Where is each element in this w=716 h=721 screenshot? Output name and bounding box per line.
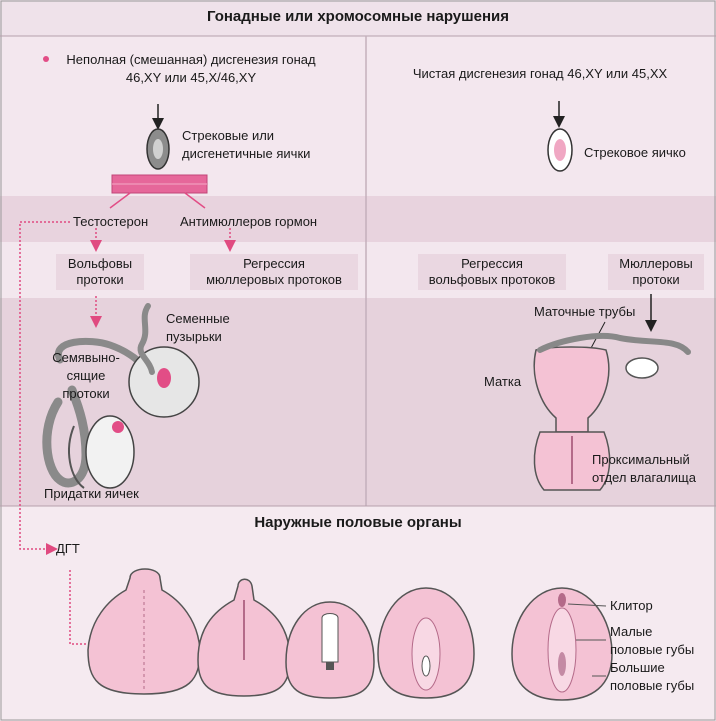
wolffian-line2: протоки xyxy=(76,272,124,287)
mullerian-line1: Мюллеровы xyxy=(619,256,693,271)
labia-majora-line2: половые губы xyxy=(610,678,695,693)
right-heading: Чистая дисгенезия гонад 46,XY или 45,XX xyxy=(412,66,668,81)
hormone-band xyxy=(0,196,716,242)
diagram-title: Гонадные или хромосомные нарушения xyxy=(206,8,510,25)
bar-right-leg xyxy=(184,192,206,209)
uterus-body xyxy=(533,346,610,433)
mullerian-regression-box: Регрессия мюллеровых протоков xyxy=(190,254,358,290)
wolffian-line1: Вольфовы xyxy=(67,256,133,271)
clitoris-label: Клитор xyxy=(610,598,653,613)
seminal-vesicle xyxy=(137,303,155,375)
streak-gonad-right-inner xyxy=(554,139,566,161)
labia-minora-line2: половые губы xyxy=(610,642,695,657)
fallopian-tube xyxy=(537,332,691,355)
arrow-dht-genitalia xyxy=(69,570,101,650)
bullet-dot xyxy=(43,56,49,62)
wolffian-regression-line2: вольфовых протоков xyxy=(428,272,556,287)
arrow-testosterone-dht xyxy=(19,221,70,555)
testis-mark xyxy=(112,421,124,433)
genitalia-stage-1 xyxy=(87,568,201,695)
genitalia-stage-4 xyxy=(377,587,475,699)
mullerian-regression-line2: мюллеровых протоков xyxy=(206,272,342,287)
bladder-center xyxy=(157,368,171,388)
genitalia-stage-2 xyxy=(197,578,291,697)
external-heading: Наружные половые органы xyxy=(254,514,462,531)
ovary-streak xyxy=(625,357,659,379)
streak-gonad-label: Стрековое яичко xyxy=(584,145,686,160)
vas-deferens-tube xyxy=(42,385,91,488)
bar-left-leg xyxy=(109,192,131,209)
streak-gonad-left-inner xyxy=(153,139,163,159)
wolffian-box: Вольфовы протоки xyxy=(56,254,144,290)
dht-label: ДГТ xyxy=(56,541,80,556)
mullerian-box: Мюллеровы протоки xyxy=(608,254,704,290)
tubes-label: Маточные трубы xyxy=(534,304,636,319)
uterus-label: Матка xyxy=(484,374,522,389)
vagina-label-line1: Проксимальный xyxy=(592,452,690,467)
title-band xyxy=(0,0,716,36)
testis xyxy=(85,415,135,489)
vas-label-line2: сящие xyxy=(66,368,106,383)
seminal-label-line1: Семенные xyxy=(166,311,230,326)
vagina-label-line2: отдел влагалища xyxy=(592,470,696,485)
mullerian-regression-line1: Регрессия xyxy=(243,256,305,271)
clitoris-pointer xyxy=(567,603,607,607)
genitalia-stage-3 xyxy=(285,601,375,699)
vas-label-line1: Семявыно- xyxy=(52,350,120,365)
labia-minora-line1: Малые xyxy=(610,624,653,639)
left-heading-line1: Неполная (смешанная) дисгенезия гонад xyxy=(66,52,316,67)
epididymis-label: Придатки яичек xyxy=(44,486,139,501)
wolffian-regression-line1: Регрессия xyxy=(461,256,523,271)
left-heading-line2: 46,XY или 45,X/46,XY xyxy=(125,70,257,85)
gonad-label-line2: дисгенетичные яички xyxy=(182,146,311,161)
vas-label-line3: протоки xyxy=(62,386,110,401)
labia-majora-line1: Большие xyxy=(610,660,665,675)
amh-label: Антимюллеров гормон xyxy=(180,214,318,229)
seminal-label-line2: пузырьки xyxy=(166,329,222,344)
genitalia-stage-5 xyxy=(511,587,613,701)
wolffian-regression-box: Регрессия вольфовых протоков xyxy=(418,254,566,290)
gonad-label-line1: Стрековые или xyxy=(182,128,275,143)
testosterone-label: Тестостерон xyxy=(73,214,149,229)
mullerian-line2: протоки xyxy=(632,272,680,287)
epididymis-curve xyxy=(68,425,85,489)
